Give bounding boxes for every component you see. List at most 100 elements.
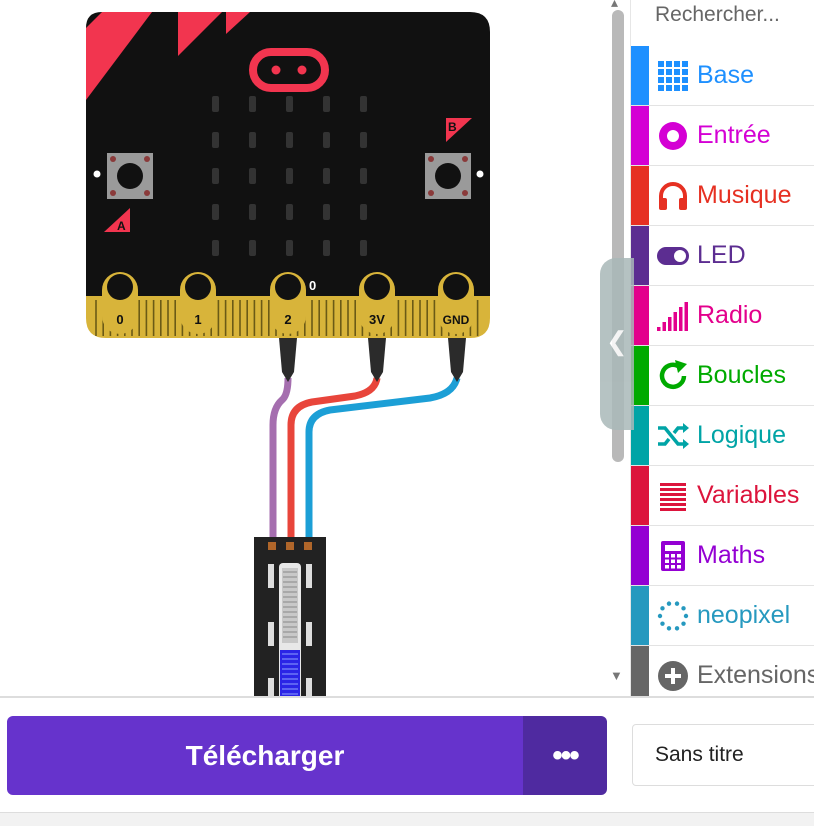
more-options-button[interactable]: ••• [523,716,607,795]
pin-label: 1 [194,312,201,327]
led [360,168,367,184]
category-label: Logique [697,421,786,449]
led [286,204,293,220]
pin-label: GND [443,313,470,327]
category-logique[interactable]: Logique [631,406,814,466]
led [249,96,256,112]
simulator-panel: A B 0 1 2 3V GND 0 [0,0,612,696]
category-color-bar [631,106,649,165]
headphones-icon [649,166,697,226]
grid-icon [649,46,697,106]
led [323,96,330,112]
pin-label: 3V [369,312,385,327]
led [323,132,330,148]
led [286,168,293,184]
category-color-bar [631,466,649,525]
bottom-toolbar: Télécharger ••• [0,696,814,825]
led [286,132,293,148]
led [360,96,367,112]
led [323,168,330,184]
led [249,204,256,220]
pin-0[interactable]: 0 [102,272,138,334]
led [212,132,219,148]
pin-label: 2 [284,312,291,327]
led [360,204,367,220]
led-matrix [212,96,367,256]
category-label: Variables [697,481,800,509]
category-label: neopixel [697,601,791,629]
category-maths[interactable]: Maths [631,526,814,586]
led [212,204,219,220]
pin-label: 0 [116,312,123,327]
wire-power [287,377,381,545]
category-color-bar [631,406,649,465]
led [249,240,256,256]
led [212,240,219,256]
pin-3v[interactable]: 3V [359,272,395,334]
category-label: LED [697,241,746,269]
microbit-simulator[interactable]: A B 0 1 2 3V GND 0 [0,0,612,696]
footer-strip [0,812,814,826]
dotted-circle-icon [649,586,697,646]
category-label: Maths [697,541,766,569]
logo-icon [249,48,329,92]
led [360,240,367,256]
led [249,168,256,184]
led [212,168,219,184]
wire-ground [305,376,461,545]
slider-module[interactable] [254,537,326,696]
category-neopixel[interactable]: neopixel [631,586,814,646]
button-b[interactable]: B [425,118,484,199]
project-name-input[interactable] [632,724,814,786]
category-color-bar [631,346,649,405]
led [286,96,293,112]
category-extensions[interactable]: Extensions [631,646,814,696]
scroll-up-icon[interactable]: ▴ [611,0,619,10]
pin-gnd[interactable]: GND [438,272,474,334]
category-color-bar [631,166,649,225]
category-label: Extensions [697,661,814,689]
category-label: Musique [697,181,792,209]
download-button[interactable]: Télécharger [7,716,523,795]
category-variables[interactable]: Variables [631,466,814,526]
category-entree[interactable]: Entrée [631,106,814,166]
category-label: Boucles [697,361,786,389]
category-musique[interactable]: Musique [631,166,814,226]
button-a-label: A [117,219,126,233]
shuffle-icon [649,406,697,466]
category-label: Base [697,61,754,89]
category-color-bar [631,286,649,345]
category-label: Entrée [697,121,771,149]
category-radio[interactable]: Radio [631,286,814,346]
led [323,240,330,256]
category-boucles[interactable]: Boucles [631,346,814,406]
scroll-down-icon[interactable]: ▼ [610,668,623,683]
category-led[interactable]: LED [631,226,814,286]
category-color-bar [631,586,649,645]
pin-1[interactable]: 1 [180,272,216,334]
category-color-bar [631,646,649,696]
list-icon [649,466,697,526]
led [249,132,256,148]
led [323,204,330,220]
toggle-icon [649,226,697,286]
led [212,96,219,112]
collapse-simulator-button[interactable]: ❮ [600,258,634,430]
category-color-bar [631,226,649,285]
pin-value-readout: 0 [309,278,316,293]
chevron-left-icon: ❮ [606,326,628,356]
button-b-label: B [448,120,457,134]
calculator-icon [649,526,697,586]
wire-signal [269,377,292,545]
led [286,240,293,256]
search-input[interactable] [639,0,814,30]
target-icon [649,106,697,166]
category-base[interactable]: Base [631,46,814,106]
refresh-icon [649,346,697,406]
category-color-bar [631,46,649,105]
category-color-bar [631,526,649,585]
button-a[interactable]: A [93,153,154,233]
pin-2[interactable]: 2 [270,272,306,334]
led [360,132,367,148]
